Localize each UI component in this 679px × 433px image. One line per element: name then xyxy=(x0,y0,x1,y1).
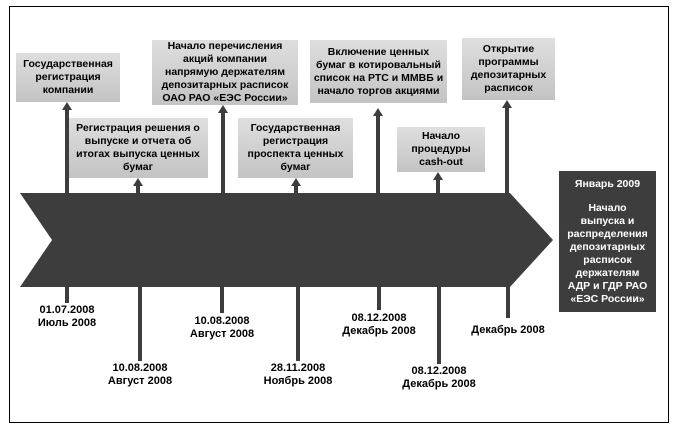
date-tick-4 xyxy=(296,287,300,361)
event-box-share-transfer-start: Начало перечисления акций компании напря… xyxy=(152,40,298,105)
arrow-shaft xyxy=(436,180,440,193)
date-tick-2 xyxy=(138,287,142,361)
connector-arrow-6 xyxy=(433,172,443,193)
event-label: Начало перечисления акций компании напря… xyxy=(161,40,289,104)
date-tick-3 xyxy=(220,287,224,313)
date-label-6: 08.12.2008 Декабрь 2008 xyxy=(402,365,476,390)
figure-border xyxy=(9,6,669,423)
arrow-up-icon xyxy=(373,108,383,116)
final-milestone-box: Январь 2009 Начало выпуска и распределен… xyxy=(559,171,656,312)
connector-arrow-3 xyxy=(218,105,228,193)
event-box-issue-decision-registration: Регистрация решения о выпуске и отчета о… xyxy=(68,118,208,178)
event-label: Начало процедуры cash-out xyxy=(411,130,471,168)
event-label: Открытие программы депозитарных расписок xyxy=(470,43,547,94)
date-tick-5 xyxy=(377,287,381,310)
date-label-1: 01.07.2008 Июль 2008 xyxy=(37,304,97,329)
event-label: Государственная регистрация компании xyxy=(23,58,113,96)
date-label-2: 10.08.2008 Август 2008 xyxy=(107,362,173,387)
date-label-5: 08.12.2008 Декабрь 2008 xyxy=(342,312,416,337)
event-box-cash-out-start: Начало процедуры cash-out xyxy=(397,127,485,172)
date-label-7: Декабрь 2008 xyxy=(471,324,545,336)
arrow-shaft xyxy=(505,108,509,193)
date-tick-7 xyxy=(506,287,510,318)
arrow-up-icon xyxy=(133,178,143,186)
connector-arrow-7 xyxy=(502,100,512,193)
date-label-4: 28.11.2008 Ноябрь 2008 xyxy=(263,362,333,387)
connector-arrow-2 xyxy=(133,178,143,193)
event-box-dr-program-opening: Открытие программы депозитарных расписок xyxy=(462,38,555,100)
event-label: Государственная регистрация проспекта це… xyxy=(247,122,344,173)
date-label-3: 10.08.2008 Август 2008 xyxy=(189,315,255,340)
arrow-up-icon xyxy=(291,178,301,186)
connector-arrow-5 xyxy=(373,108,383,193)
event-box-company-registration: Государственная регистрация компании xyxy=(16,53,120,102)
connector-arrow-4 xyxy=(291,178,301,193)
arrow-shaft xyxy=(221,113,225,193)
event-label: Включение ценных бумаг в котировальный с… xyxy=(313,45,444,97)
arrow-up-icon xyxy=(218,105,228,113)
arrow-up-icon xyxy=(502,100,512,108)
arrow-shaft xyxy=(294,186,298,193)
event-label: Регистрация решения о выпуске и отчета о… xyxy=(76,122,200,173)
event-box-prospectus-registration: Государственная регистрация проспекта це… xyxy=(238,118,353,178)
date-tick-1 xyxy=(65,287,69,303)
event-box-listing-rts-micex: Включение ценных бумаг в котировальный с… xyxy=(310,40,447,103)
arrow-shaft xyxy=(65,110,69,193)
arrow-up-icon xyxy=(62,102,72,110)
arrow-shaft xyxy=(136,186,140,193)
arrow-up-icon xyxy=(433,172,443,180)
connector-arrow-1 xyxy=(62,102,72,193)
final-milestone-description: Начало выпуска и распределения депозитар… xyxy=(567,202,648,305)
date-tick-6 xyxy=(437,287,441,364)
timeline-arrow-shape xyxy=(20,193,553,287)
arrow-shaft xyxy=(376,116,380,193)
final-milestone-date: Январь 2009 xyxy=(574,178,641,190)
